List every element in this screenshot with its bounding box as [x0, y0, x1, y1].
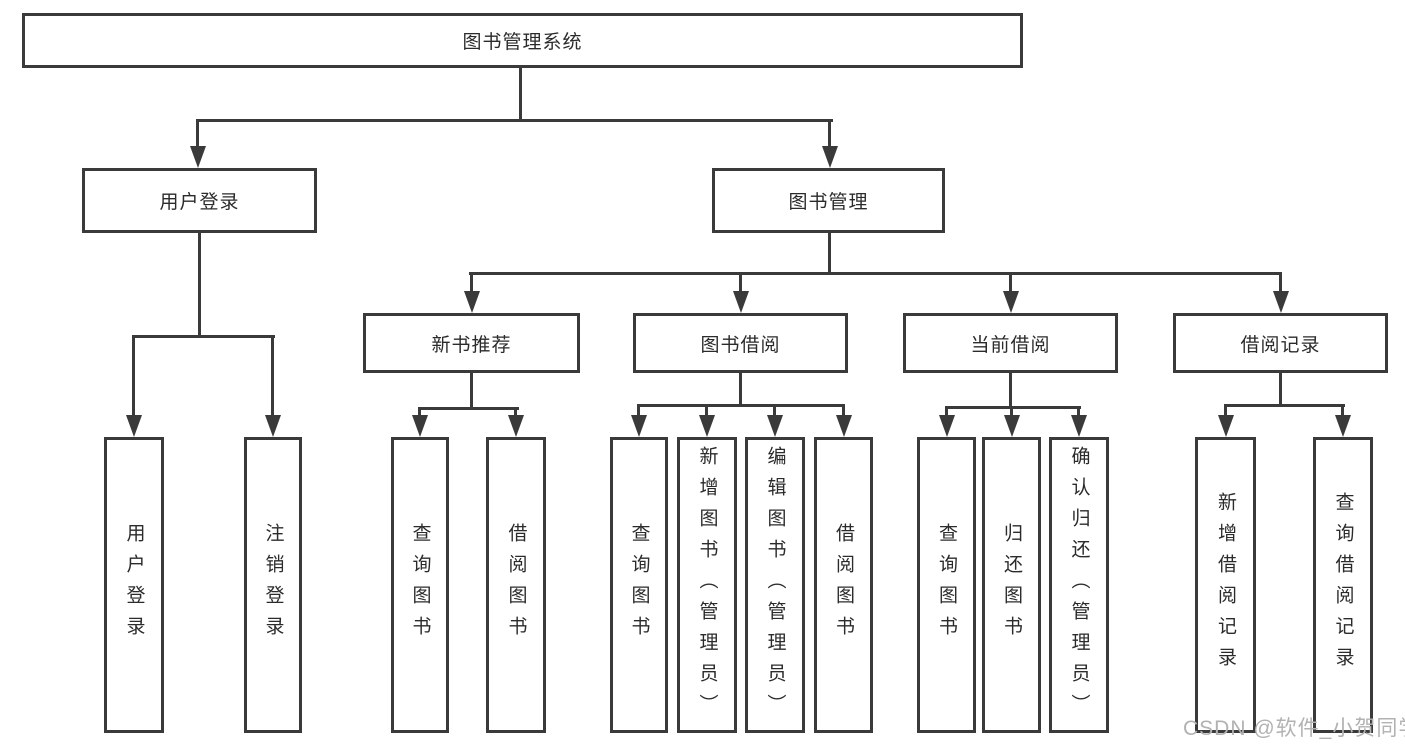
- connector-line: [739, 272, 742, 294]
- node-borrow-records-label: 借阅记录: [1240, 334, 1321, 356]
- leaf-edit-book-admin-label: 编辑图书（管理员）: [764, 445, 786, 725]
- connector-line: [828, 119, 831, 151]
- connector-line: [519, 68, 522, 121]
- connector-line: [418, 407, 519, 410]
- leaf-return-books-label: 归还图书: [1001, 523, 1022, 647]
- connector-line: [739, 373, 742, 406]
- leaf-borrow-books-recommend: 借阅图书: [486, 437, 546, 733]
- arrowhead-icon: [1335, 415, 1351, 437]
- leaf-query-books-borrow: 查询图书: [610, 437, 668, 733]
- arrowhead-icon: [821, 146, 838, 168]
- connector-line: [196, 119, 833, 122]
- node-book-management-label: 图书管理: [788, 192, 869, 213]
- leaf-return-books: 归还图书: [982, 437, 1041, 733]
- arrowhead-icon: [1217, 415, 1234, 437]
- node-book-borrow-label: 图书借阅: [700, 334, 781, 356]
- arrowhead-icon: [630, 415, 647, 437]
- arrowhead-icon: [698, 415, 715, 437]
- connector-line: [1010, 406, 1013, 420]
- connector-line: [132, 335, 275, 338]
- leaf-user-login-label: 用户登录: [123, 523, 145, 647]
- leaf-query-borrow-record-label: 查询借阅记录: [1332, 492, 1354, 678]
- leaf-borrow-books-2-label: 借阅图书: [833, 523, 854, 647]
- leaf-edit-book-admin: 编辑图书（管理员）: [745, 437, 805, 733]
- leaf-confirm-return-admin: 确认归还（管理员）: [1049, 437, 1109, 733]
- node-current-borrow-label: 当前借阅: [970, 334, 1051, 356]
- leaf-query-books-current: 查询图书: [917, 437, 976, 733]
- connector-line: [1341, 404, 1344, 420]
- arrowhead-icon: [189, 146, 206, 168]
- arrowhead-icon: [1272, 291, 1289, 313]
- leaf-borrow-books-2: 借阅图书: [814, 437, 873, 733]
- connector-line: [1224, 404, 1345, 407]
- leaf-user-login: 用户登录: [104, 437, 164, 733]
- arrowhead-icon: [508, 415, 524, 437]
- node-user-login-label: 用户登录: [159, 192, 240, 213]
- csdn-watermark: CSDN @软件_小贺同学: [1183, 717, 1405, 740]
- connector-line: [842, 404, 845, 420]
- connector-line: [469, 272, 1282, 275]
- connector-line: [945, 406, 1081, 409]
- connector-line: [1009, 373, 1012, 408]
- connector-line: [1009, 272, 1012, 294]
- connector-line: [196, 119, 199, 151]
- node-new-book-recommend: 新书推荐: [363, 313, 580, 373]
- arrowhead-icon: [412, 415, 428, 437]
- arrowhead-icon: [938, 415, 955, 437]
- leaf-confirm-return-admin-label: 确认归还（管理员）: [1068, 445, 1090, 725]
- leaf-query-books-borrow-label: 查询图书: [628, 523, 650, 647]
- connector-line: [773, 404, 776, 420]
- node-root-label: 图书管理系统: [462, 32, 583, 53]
- leaf-query-books-recommend-label: 查询图书: [409, 523, 431, 647]
- leaf-add-book-admin: 新增图书（管理员）: [677, 437, 737, 733]
- connector-line: [470, 272, 473, 294]
- leaf-query-borrow-record: 查询借阅记录: [1313, 437, 1373, 733]
- arrowhead-icon: [1003, 415, 1020, 437]
- arrowhead-icon: [835, 415, 852, 437]
- connector-line: [418, 407, 421, 421]
- node-new-book-recommend-label: 新书推荐: [431, 334, 512, 356]
- connector-line: [637, 404, 640, 420]
- arrowhead-icon: [1002, 291, 1019, 313]
- arrowhead-icon: [1070, 415, 1087, 437]
- node-user-login: 用户登录: [82, 168, 317, 233]
- node-current-borrow: 当前借阅: [903, 313, 1118, 373]
- leaf-add-borrow-record: 新增借阅记录: [1195, 437, 1256, 733]
- leaf-logout: 注销登录: [244, 437, 302, 733]
- connector-line: [945, 406, 948, 420]
- leaf-add-borrow-record-label: 新增借阅记录: [1215, 492, 1236, 678]
- arrowhead-icon: [766, 415, 783, 437]
- connector-line: [271, 335, 274, 419]
- arrowhead-icon: [265, 415, 281, 437]
- node-book-management: 图书管理: [712, 168, 945, 233]
- node-borrow-records: 借阅记录: [1173, 313, 1388, 373]
- connector-line: [1279, 272, 1282, 294]
- connector-line: [1077, 406, 1080, 422]
- leaf-query-books-recommend: 查询图书: [391, 437, 449, 733]
- leaf-logout-label: 注销登录: [262, 523, 284, 647]
- arrowhead-icon: [732, 291, 749, 313]
- leaf-add-book-admin-label: 新增图书（管理员）: [696, 445, 718, 725]
- leaf-borrow-books-recommend-label: 借阅图书: [505, 523, 527, 647]
- connector-line: [132, 335, 135, 419]
- node-book-borrow: 图书借阅: [633, 313, 848, 373]
- arrowhead-icon: [126, 415, 142, 437]
- node-root: 图书管理系统: [22, 13, 1023, 68]
- connector-line: [198, 233, 201, 338]
- connector-line: [1224, 404, 1227, 420]
- leaf-query-books-current-label: 查询图书: [936, 523, 957, 647]
- connector-line: [828, 233, 831, 274]
- connector-line: [514, 407, 517, 421]
- arrowhead-icon: [463, 291, 480, 313]
- connector-line: [470, 373, 473, 409]
- connector-line: [705, 404, 708, 420]
- connector-line: [637, 404, 845, 407]
- connector-line: [1279, 373, 1282, 406]
